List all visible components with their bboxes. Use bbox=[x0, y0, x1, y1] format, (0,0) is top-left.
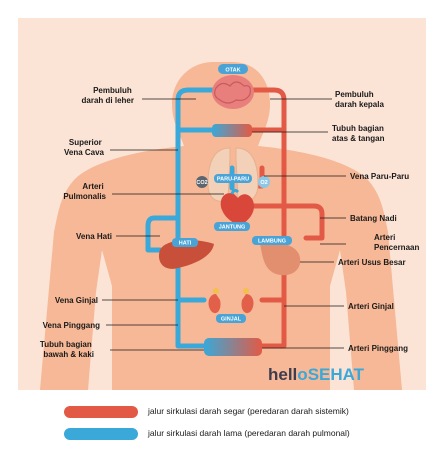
label-superior-vena-cava: Superior Vena Cava bbox=[64, 138, 105, 157]
brain-label: OTAK bbox=[225, 68, 240, 74]
stomach-label: LAMBUNG bbox=[258, 239, 286, 245]
upper-body-exchange bbox=[212, 124, 252, 137]
lungs-label: PARU-PARU bbox=[217, 177, 249, 183]
legend-swatch-blue bbox=[64, 428, 138, 440]
label-lower-body: Tubuh bagian bawah & kaki bbox=[40, 340, 94, 359]
label-intestinal-artery: Arteri Usus Besar bbox=[338, 258, 406, 267]
label-pulmonary-vein: Vena Paru-Paru bbox=[350, 172, 409, 181]
o2-label: O2 bbox=[260, 180, 267, 186]
label-upper-body: Tubuh bagian atas & tangan bbox=[332, 124, 386, 143]
label-hip-artery: Arteri Pinggang bbox=[348, 344, 408, 353]
label-renal-artery: Arteri Ginjal bbox=[348, 302, 394, 311]
svg-text:helloSEHAT: helloSEHAT bbox=[268, 365, 365, 384]
legend-swatch-red bbox=[64, 406, 138, 418]
legend-text-deoxygenated: jalur sirkulasi darah lama (peredaran da… bbox=[148, 428, 350, 438]
label-renal-vein: Vena Ginjal bbox=[55, 296, 98, 305]
co2-label: CO2 bbox=[196, 180, 207, 186]
kidneys-label: GINJAL bbox=[221, 317, 242, 323]
legend-text-oxygenated: jalur sirkulasi darah segar (peredaran d… bbox=[148, 406, 349, 416]
heart-label: JANTUNG bbox=[219, 225, 246, 231]
lower-body-exchange bbox=[204, 338, 262, 356]
label-hip-vein: Vena Pinggang bbox=[43, 321, 100, 330]
label-hepatic-vein: Vena Hati bbox=[76, 232, 112, 241]
liver-label: HATI bbox=[179, 241, 192, 247]
legend-deoxygenated: jalur sirkulasi darah lama (peredaran da… bbox=[64, 426, 424, 442]
hellosehat-logo: helloSEHAT bbox=[268, 365, 365, 384]
label-aorta: Batang Nadi bbox=[350, 214, 397, 223]
legend-oxygenated: jalur sirkulasi darah segar (peredaran d… bbox=[64, 404, 424, 420]
